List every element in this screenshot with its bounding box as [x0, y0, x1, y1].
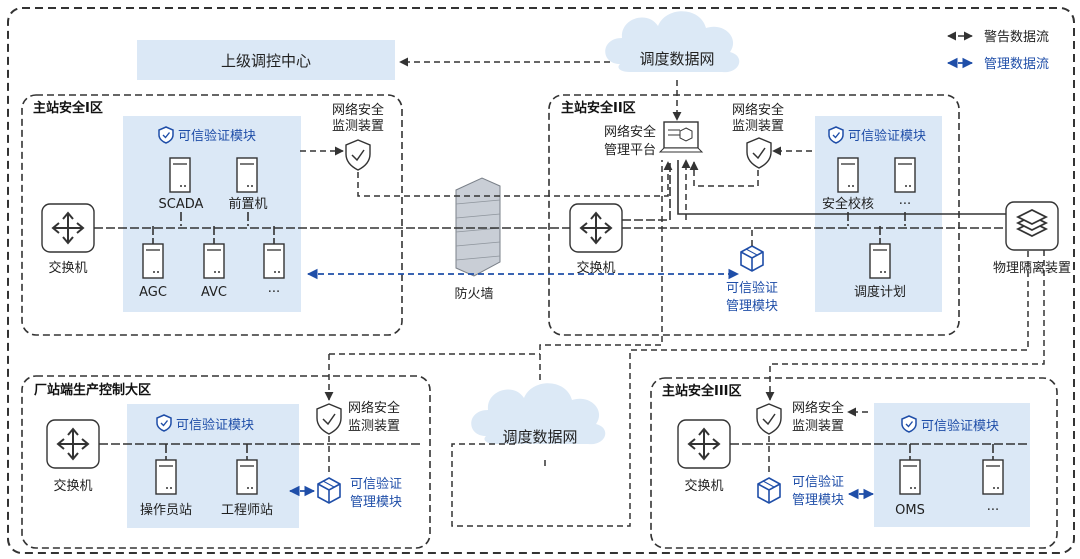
zone-1-title: 主站安全I区: [33, 100, 103, 116]
zone-2-mgmt-cube-icon: [740, 245, 764, 272]
layers-icon: [1015, 208, 1049, 238]
zone-3-mgmt-label-2: 管理模块: [792, 493, 844, 508]
more-server-icon: [894, 157, 916, 193]
device-oms: OMS: [895, 503, 925, 518]
legend-warning-label: 警告数据流: [984, 29, 1049, 45]
badge-icon: [828, 126, 844, 144]
plant-mgmt-label-1: 可信验证: [350, 476, 402, 492]
zone-1-monitor-label-2: 监测装置: [332, 119, 384, 134]
zone-1-monitor-shield-icon: [345, 139, 371, 171]
device-more: ···: [268, 285, 280, 300]
legend-management-label: 管理数据流: [984, 57, 1049, 72]
upper-control-center-box: [137, 40, 395, 80]
device-security-check: 安全校核: [822, 196, 874, 212]
zone-3-mgmt-cube-icon: [757, 477, 781, 504]
device-operator: 操作员站: [140, 502, 192, 518]
device-agc: AGC: [139, 285, 167, 300]
agc-server-icon: [142, 243, 164, 279]
platform-label-2: 管理平台: [604, 143, 656, 158]
zone-3-switch-label: 交换机: [684, 478, 723, 494]
top-cloud-label: 调度数据网: [639, 50, 714, 68]
plant-trusted-label: 可信验证模块: [176, 417, 254, 433]
zone-2-title: 主站安全II区: [561, 100, 636, 116]
scada-server-icon: [169, 157, 191, 193]
zone-3-boundary: [650, 377, 1058, 549]
badge-icon: [901, 415, 917, 433]
zone-2-monitor-shield-icon: [746, 137, 772, 169]
platform-icon: [658, 121, 704, 153]
plant-switch-icon: [46, 419, 100, 469]
security-check-server-icon: [837, 157, 859, 193]
zone-1-boundary: [21, 94, 403, 336]
upper-control-center-label: 上级调控中心: [221, 52, 311, 70]
device-engineer: 工程师站: [221, 503, 273, 518]
middle-cloud-label: 调度数据网: [502, 428, 577, 446]
platform-label-1: 网络安全: [604, 124, 656, 140]
zone-1-trusted-panel: [123, 116, 301, 312]
zone-2-monitor-label-2: 监测装置: [732, 119, 784, 134]
badge-icon: [156, 414, 172, 432]
plant-mgmt-label-2: 管理模块: [350, 495, 402, 510]
legend: 警告数据流 管理数据流: [946, 29, 1049, 72]
zone-2-switch-icon: [569, 203, 623, 253]
plant-zone-title: 厂站端生产控制大区: [34, 382, 151, 398]
plant-monitor-label-1: 网络安全: [348, 400, 400, 416]
zone-3-monitor-label-2: 监测装置: [792, 419, 844, 434]
schedule-server-icon: [869, 243, 891, 279]
engineer-server-icon: [236, 459, 258, 495]
frontend-server-icon: [236, 157, 258, 193]
plant-monitor-label-2: 监测装置: [348, 419, 400, 434]
zone-1-monitor-label-1: 网络安全: [332, 102, 384, 118]
badge-icon: [158, 126, 174, 144]
device-scada: SCADA: [159, 197, 204, 212]
zone-2-monitor-label-1: 网络安全: [732, 102, 784, 118]
device-avc: AVC: [201, 285, 227, 300]
outer-boundary: [7, 7, 1075, 554]
zone-3-monitor-label-1: 网络安全: [792, 400, 844, 416]
device-schedule: 调度计划: [854, 284, 906, 300]
zone-3-monitor-shield-icon: [756, 403, 782, 435]
device-frontend: 前置机: [228, 196, 267, 212]
avc-server-icon: [203, 243, 225, 279]
zone-2-mgmt-label-1: 可信验证: [726, 280, 778, 296]
device-more: ···: [899, 197, 911, 212]
more-server-icon: [263, 243, 285, 279]
oms-server-icon: [899, 459, 921, 495]
plant-switch-label: 交换机: [53, 478, 92, 494]
zone-2-boundary: [548, 94, 960, 336]
zone-1-switch-label: 交换机: [48, 260, 87, 276]
device-more: ···: [987, 503, 999, 518]
plant-zone-boundary: [21, 375, 431, 549]
plant-mgmt-cube-icon: [317, 477, 341, 504]
firewall-label: 防火墙: [454, 286, 493, 302]
firewall-icon: [455, 177, 501, 277]
plant-monitor-shield-icon: [316, 403, 342, 435]
zone-1-switch-icon: [41, 203, 95, 253]
operator-server-icon: [155, 459, 177, 495]
zone-3-title: 主站安全III区: [662, 383, 742, 399]
zone-3-trusted-label: 可信验证模块: [921, 418, 999, 434]
more-server-icon: [982, 459, 1004, 495]
zone-2-mgmt-label-2: 管理模块: [726, 299, 778, 314]
isolation-label: 物理隔离装置: [993, 260, 1071, 276]
zone-1-trusted-label: 可信验证模块: [178, 128, 256, 144]
zone-2-trusted-label: 可信验证模块: [848, 128, 926, 144]
zone-3-switch-icon: [677, 419, 731, 469]
zone-3-mgmt-label-1: 可信验证: [792, 474, 844, 490]
